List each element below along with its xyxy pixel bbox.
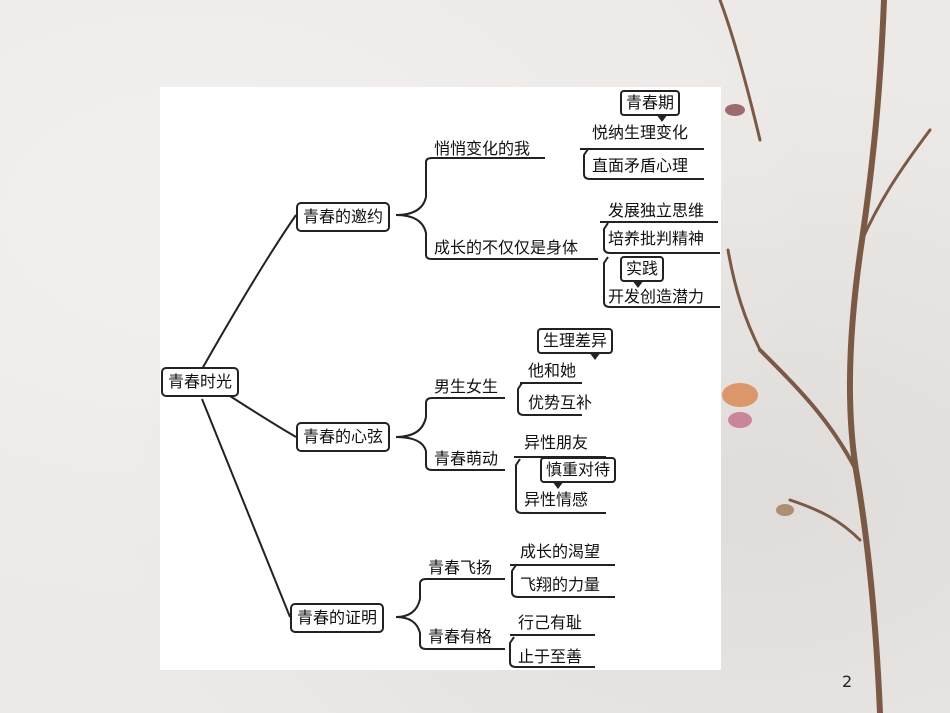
branch-1-child-2-leaf-1: 发展独立思维 bbox=[608, 201, 705, 220]
branch-2-child-2: 青春萌动 bbox=[434, 449, 499, 468]
branch-1-child-2-leaf-3: 开发创造潜力 bbox=[608, 287, 705, 306]
root-node: 青春时光 bbox=[161, 367, 240, 397]
branch-2-node: 青春的心弦 bbox=[296, 422, 391, 452]
branch-1-child-1-leaf-1: 悦纳生理变化 bbox=[592, 123, 689, 142]
branch-3-node: 青春的证明 bbox=[290, 603, 385, 633]
branch-1-child-1-leaf-2: 直面矛盾心理 bbox=[592, 156, 689, 175]
branch-2-child-2-callout: 慎重对待 bbox=[540, 457, 617, 489]
branch-2-child-1-leaf-2: 优势互补 bbox=[528, 393, 593, 412]
branch-3-child-1-leaf-2: 飞翔的力量 bbox=[520, 575, 601, 594]
branch-3-child-2-leaf-2: 止于至善 bbox=[518, 647, 583, 666]
branch-1-child-2-callout: 实践 bbox=[620, 256, 665, 288]
branch-1-node: 青春的邀约 bbox=[296, 202, 391, 232]
branch-2-child-2-leaf-2: 异性情感 bbox=[524, 490, 589, 509]
branch-2-child-1-leaf-1: 他和她 bbox=[528, 361, 577, 380]
branch-3-child-2: 青春有格 bbox=[428, 627, 493, 646]
branch-3-child-1: 青春飞扬 bbox=[428, 558, 493, 577]
branch-3-child-2-leaf-1: 行己有耻 bbox=[518, 613, 583, 632]
branch-1-child-2-leaf-2: 培养批判精神 bbox=[608, 229, 705, 248]
mindmap-panel: 青春时光 青春的邀约 青春的心弦 青春的证明 悄悄变化的我 成长的不仅仅是身体 … bbox=[160, 87, 721, 670]
branch-1-child-1: 悄悄变化的我 bbox=[434, 139, 531, 158]
page-number: 2 bbox=[842, 672, 853, 691]
branch-2-child-2-leaf-1: 异性朋友 bbox=[524, 433, 589, 452]
branch-3-child-1-leaf-1: 成长的渴望 bbox=[520, 542, 601, 561]
branch-2-child-1: 男生女生 bbox=[434, 377, 499, 396]
branch-2-child-1-callout: 生理差异 bbox=[537, 328, 614, 360]
branch-1-child-2: 成长的不仅仅是身体 bbox=[434, 238, 579, 257]
branch-1-child-1-callout: 青春期 bbox=[620, 90, 681, 122]
